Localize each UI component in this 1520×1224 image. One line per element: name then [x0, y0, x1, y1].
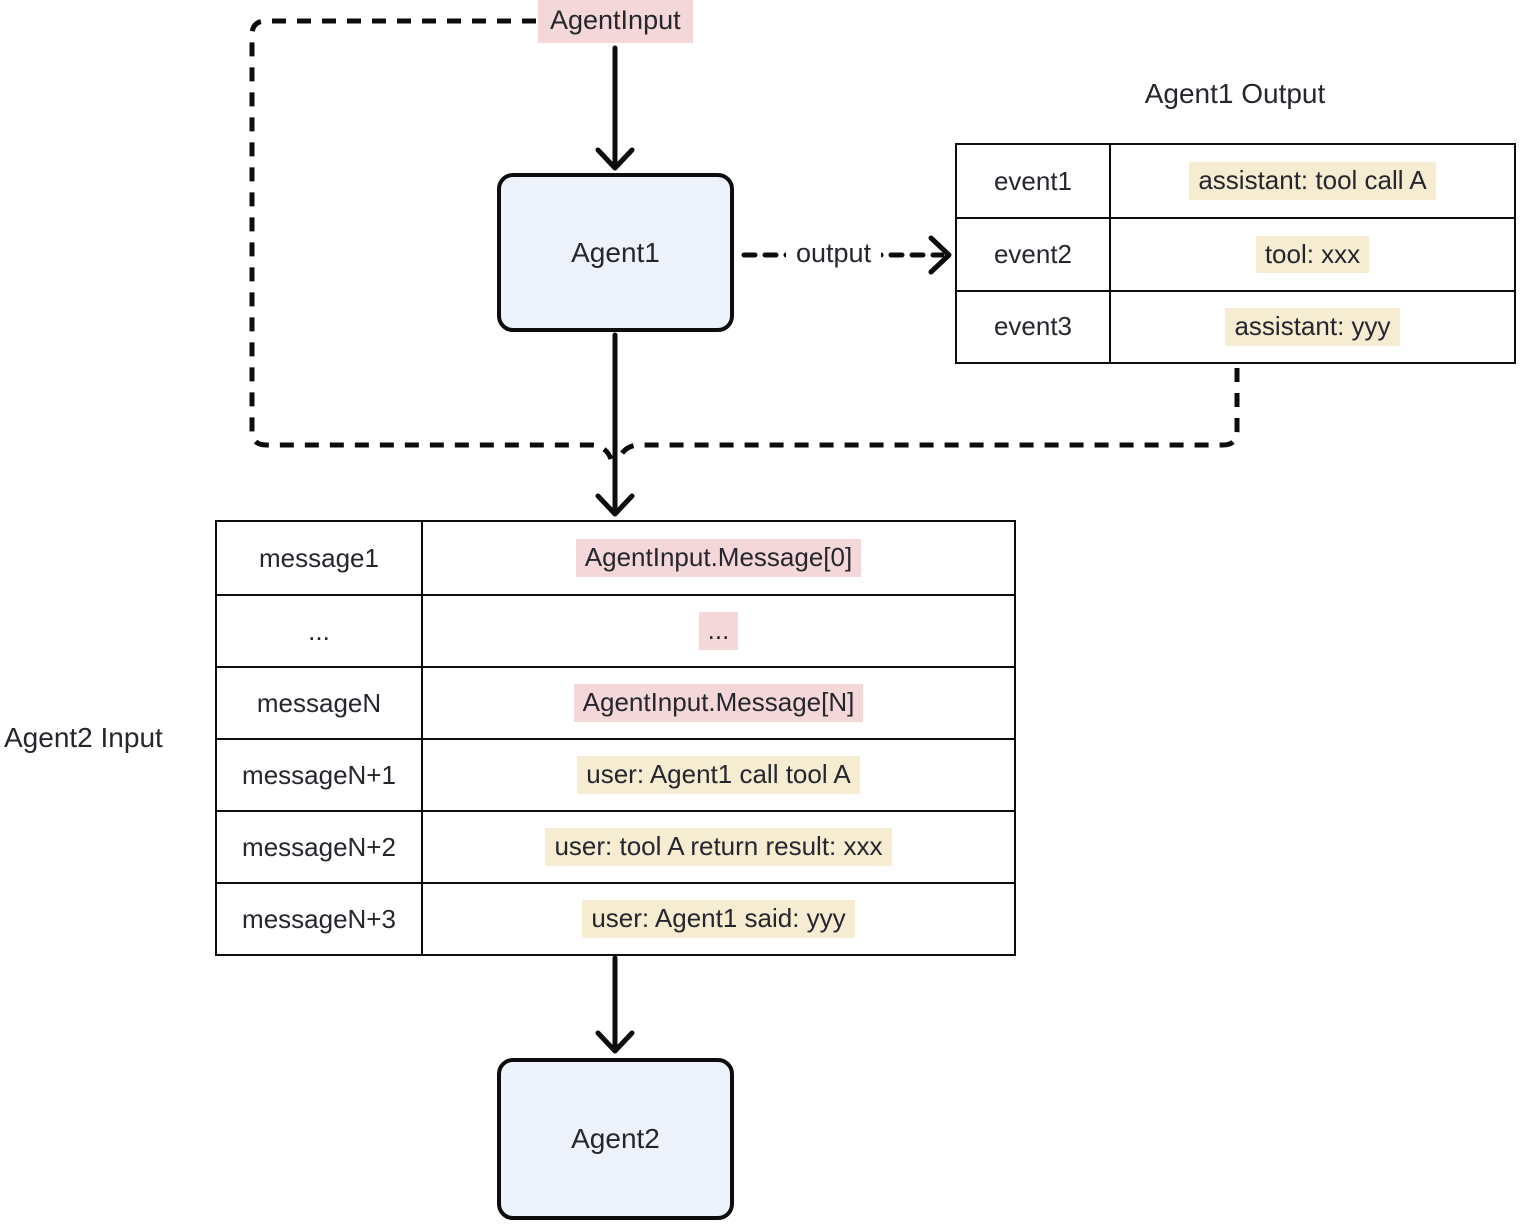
table-row: messageN+2 user: tool A return result: x…: [217, 810, 1014, 882]
row-value: ...: [423, 596, 1014, 666]
arrow-agent2input-to-agent2: [595, 955, 635, 1054]
table-row: ... ...: [217, 594, 1014, 666]
agent1-node: Agent1: [497, 173, 734, 332]
arrow-agent1-to-agent2input: [595, 332, 635, 517]
arrow-agentinput-to-agent1: [595, 45, 635, 171]
agent1-output-table: event1 assistant: tool call A event2 too…: [955, 143, 1516, 364]
table-row: messageN AgentInput.Message[N]: [217, 666, 1014, 738]
row-value: user: Agent1 said: yyy: [423, 884, 1014, 954]
row-value: AgentInput.Message[N]: [423, 668, 1014, 738]
row-key: event3: [957, 291, 1111, 362]
highlighted-value: assistant: yyy: [1225, 307, 1400, 346]
row-key: event1: [957, 145, 1111, 218]
row-value: assistant: tool call A: [1111, 145, 1514, 217]
highlighted-value: tool: xxx: [1255, 235, 1370, 274]
highlighted-value: user: Agent1 call tool A: [577, 756, 860, 794]
output-edge-label: output: [786, 236, 882, 271]
agent2-input-title: Agent2 Input: [4, 722, 163, 753]
agent1-node-label: Agent1: [571, 236, 660, 268]
row-key: messageN+3: [217, 884, 423, 954]
agent2-node: Agent2: [497, 1058, 734, 1220]
row-key: message1: [217, 522, 423, 594]
highlighted-value: user: tool A return result: xxx: [545, 828, 892, 866]
highlighted-value: user: Agent1 said: yyy: [582, 900, 855, 938]
agent2-node-label: Agent2: [571, 1123, 660, 1154]
row-key: messageN+2: [217, 812, 423, 882]
table-row: event2 tool: xxx: [957, 217, 1514, 290]
table-row: messageN+1 user: Agent1 call tool A: [217, 738, 1014, 810]
table-row: messageN+3 user: Agent1 said: yyy: [217, 882, 1014, 954]
row-value: assistant: yyy: [1111, 292, 1514, 362]
table-row: event3 assistant: yyy: [957, 289, 1514, 362]
dashed-drop-from-output-table: [616, 368, 1240, 461]
row-value: user: Agent1 call tool A: [423, 740, 1014, 810]
dashed-output-arrow: [741, 235, 952, 275]
dashed-loop-left: [249, 18, 614, 461]
row-key: messageN+1: [217, 740, 423, 810]
row-value: user: tool A return result: xxx: [423, 812, 1014, 882]
row-key: event2: [957, 219, 1111, 290]
table-row: message1 AgentInput.Message[0]: [217, 522, 1014, 594]
row-key: ...: [217, 596, 423, 666]
row-key: messageN: [217, 668, 423, 738]
table-row: event1 assistant: tool call A: [957, 145, 1514, 218]
agent2-input-table: message1 AgentInput.Message[0] ... ... m…: [215, 520, 1016, 956]
agent1-output-title: Agent1 Output: [1144, 78, 1326, 109]
row-value: tool: xxx: [1111, 219, 1514, 289]
highlighted-value: ...: [698, 612, 739, 650]
highlighted-value: AgentInput.Message[N]: [573, 684, 864, 722]
highlighted-value: AgentInput.Message[0]: [575, 539, 862, 577]
row-value: AgentInput.Message[0]: [423, 522, 1014, 594]
highlighted-value: assistant: tool call A: [1189, 162, 1436, 201]
agent-input-label: AgentInput: [538, 0, 693, 43]
